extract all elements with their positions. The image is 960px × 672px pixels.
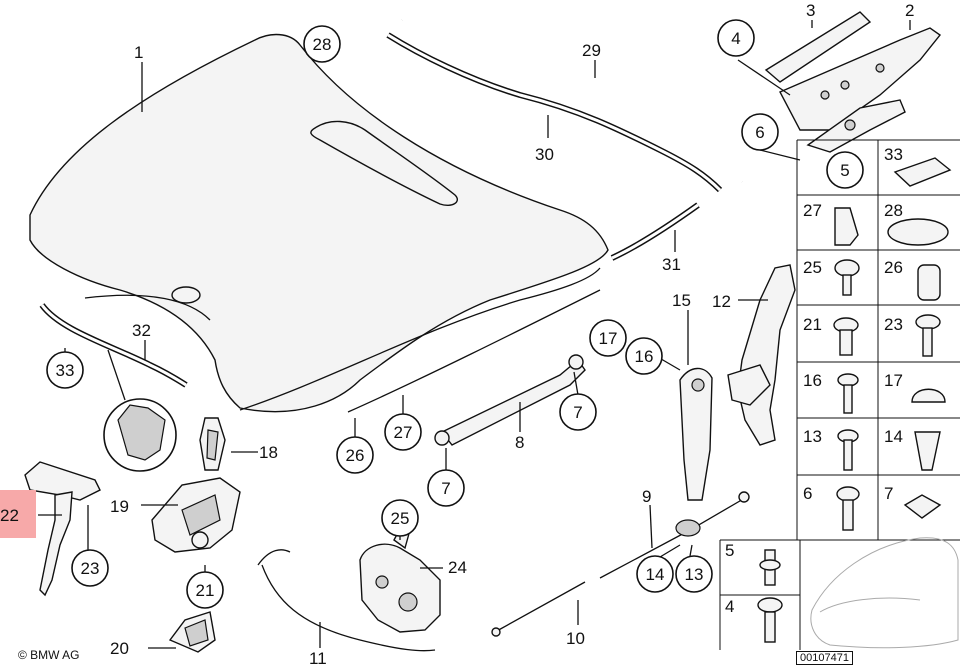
- seal-31-part: [610, 202, 700, 261]
- cable-10-part: [491, 581, 586, 637]
- label-31: 31: [662, 255, 681, 274]
- label-7-callout-a: 7: [573, 403, 582, 422]
- copyright-text: © BMW AG: [18, 648, 80, 662]
- label-19: 19: [110, 497, 129, 516]
- callout-17: 17: [589, 319, 627, 357]
- seal-profile-detail: [103, 349, 177, 472]
- callout-4: 4: [717, 19, 755, 57]
- seal-29-part: [400, 10, 744, 183]
- grid-label-26: 26: [884, 258, 903, 277]
- label-27-callout: 27: [394, 423, 413, 442]
- seal-30-part: [386, 32, 723, 193]
- callout-14: 14: [636, 555, 674, 593]
- label-1: 1: [134, 43, 143, 62]
- small-parts-grid: [719, 139, 960, 650]
- callout-23: 23: [71, 549, 109, 587]
- label-29: 29: [582, 41, 601, 60]
- grid-label-33: 33: [884, 145, 903, 164]
- label-5-callout: 5: [840, 161, 849, 180]
- label-21-callout: 21: [196, 581, 215, 600]
- label-2: 2: [905, 1, 914, 20]
- hood-part: [29, 33, 609, 413]
- seal-32-part: [39, 303, 188, 388]
- label-9: 9: [642, 487, 651, 506]
- callout-7b: 7: [427, 469, 465, 507]
- grid-label-14: 14: [884, 427, 903, 446]
- label-11: 11: [309, 649, 327, 668]
- cable-11-part: [257, 549, 436, 652]
- grid-label-23: 23: [884, 315, 903, 334]
- label-18: 18: [259, 443, 278, 462]
- label-13-callout: 13: [685, 565, 704, 584]
- label-23-callout: 23: [81, 559, 100, 578]
- grid-label-4: 4: [725, 597, 734, 616]
- label-6-callout: 6: [755, 123, 764, 142]
- bracket-20-part: [168, 611, 216, 653]
- label-32: 32: [132, 321, 151, 340]
- label-28: 28: [313, 35, 332, 54]
- grid-label-27: 27: [803, 201, 822, 220]
- grid-label-13: 13: [803, 427, 822, 446]
- label-8: 8: [515, 433, 524, 452]
- label-33-callout: 33: [56, 361, 75, 380]
- callout-7a: 7: [559, 393, 597, 431]
- callout-25: 25: [381, 499, 419, 537]
- grid-label-16: 16: [803, 371, 822, 390]
- grid-label-5: 5: [725, 541, 734, 560]
- bracket-19-part: [151, 477, 241, 553]
- callout-16: 16: [625, 337, 663, 375]
- hinge-part: [764, 11, 942, 153]
- grid-label-28: 28: [884, 201, 903, 220]
- grid-label-21: 21: [803, 315, 822, 334]
- callout-27: 27: [384, 413, 422, 451]
- label-20: 20: [110, 639, 129, 658]
- label-17-callout: 17: [599, 329, 618, 348]
- callout-21: 21: [186, 571, 224, 609]
- cable-9-part: [599, 491, 750, 579]
- label-25-callout: 25: [391, 509, 410, 528]
- callout-33: 33: [46, 351, 84, 389]
- highlight-box-22: [0, 490, 36, 538]
- label-4-callout: 4: [731, 29, 740, 48]
- label-3: 3: [806, 1, 815, 20]
- label-16-callout: 16: [635, 347, 654, 366]
- label-26-callout: 26: [346, 446, 365, 465]
- label-14-callout: 14: [646, 565, 665, 584]
- grid-label-6: 6: [803, 484, 812, 503]
- callout-13: 13: [675, 555, 713, 593]
- label-22[interactable]: 22: [0, 506, 19, 525]
- callout-5: 5: [826, 151, 864, 189]
- label-30: 30: [535, 145, 554, 164]
- gas-strut-part: [434, 354, 586, 446]
- lock-part: [359, 524, 441, 633]
- label-7-callout-b: 7: [441, 479, 450, 498]
- grid-label-17: 17: [884, 371, 903, 390]
- callout-28: 28: [303, 25, 341, 63]
- document-number: 00107471: [796, 651, 853, 665]
- hinge-bracket-part: [679, 264, 796, 501]
- label-15: 15: [672, 291, 691, 310]
- grid-label-7: 7: [884, 484, 893, 503]
- label-24: 24: [448, 558, 467, 577]
- label-10: 10: [566, 629, 585, 648]
- grid-label-25: 25: [803, 258, 822, 277]
- callout-6: 6: [741, 113, 779, 151]
- callout-26: 26: [336, 436, 374, 474]
- clip-18-part: [199, 417, 226, 471]
- label-12: 12: [712, 292, 731, 311]
